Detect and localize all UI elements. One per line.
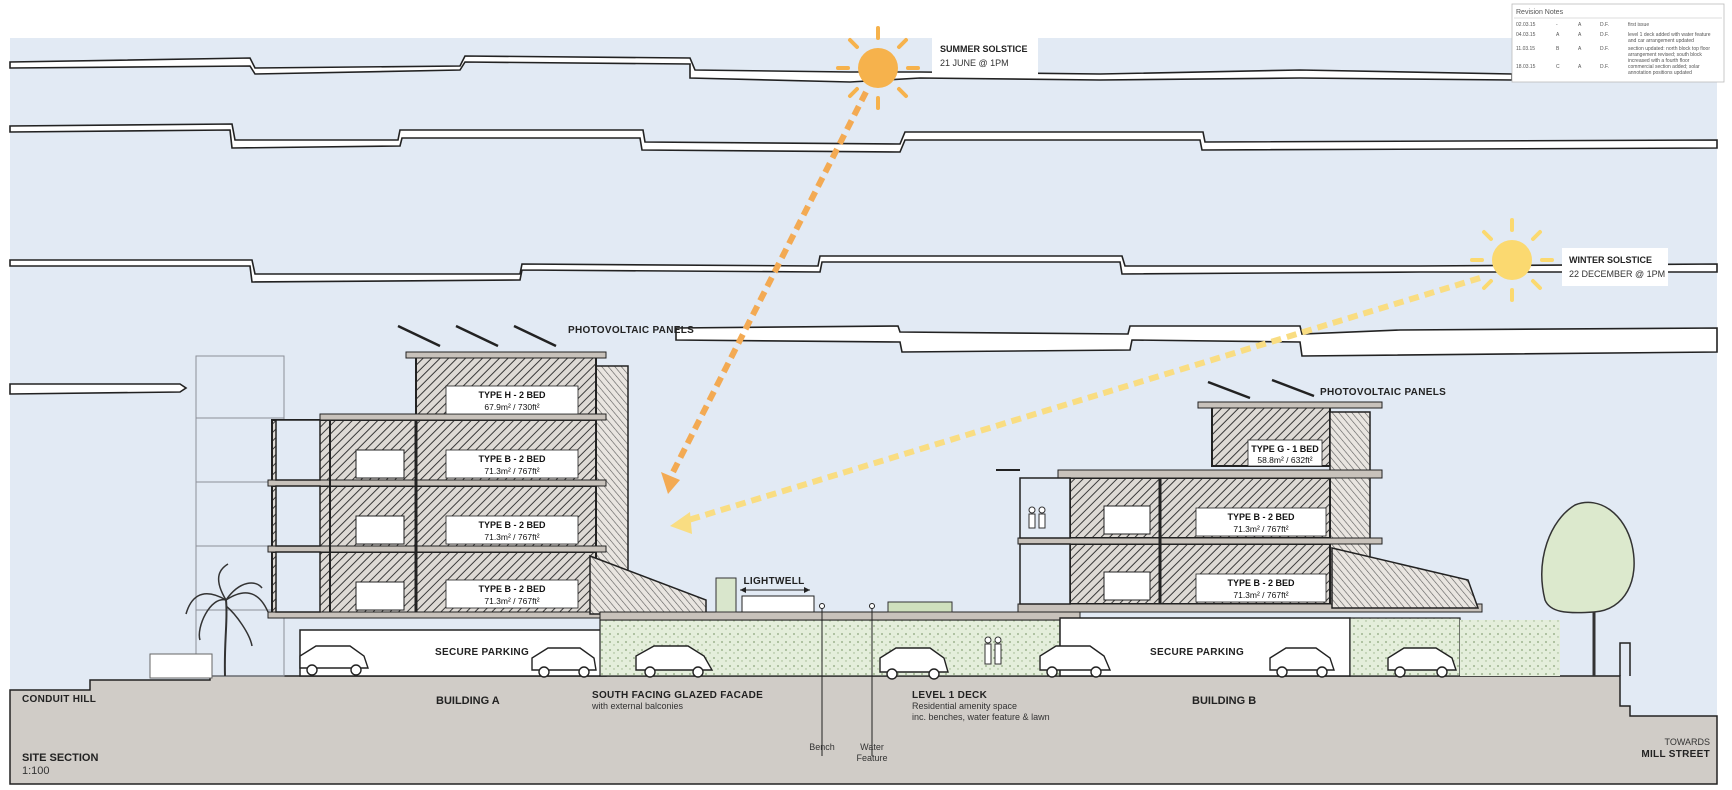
- revision-row-0-col-1: -: [1556, 22, 1558, 28]
- deck-subtitle-2: inc. benches, water feature & lawn: [912, 712, 1050, 722]
- palm-tree-icon: [185, 563, 269, 677]
- unit-a-2-type: TYPE B - 2 BED: [478, 520, 546, 530]
- site-section-title: SITE SECTION: [22, 752, 98, 764]
- unit-b-0-area: 58.8m² / 632ft²: [1257, 455, 1312, 465]
- mill-street-label: MILL STREET: [1641, 749, 1710, 760]
- revision-row-3-note: annotation positions updated: [1628, 70, 1692, 76]
- site-section-scale: 1:100: [22, 765, 50, 777]
- revision-row-2-col-3: D.F.: [1600, 46, 1609, 52]
- unit-a-3-area: 71.3m² / 767ft²: [484, 596, 539, 606]
- revision-row-3-col-1: C: [1556, 64, 1560, 70]
- ground-section: [9, 675, 1718, 785]
- water-feature-label-1: Water: [860, 742, 884, 752]
- car-icon: [299, 645, 1457, 680]
- winter-sun-ray: [670, 275, 1481, 534]
- revision-row-1-col-0: 04.03.15: [1516, 32, 1536, 38]
- revision-row-0-note: first issue: [1628, 22, 1649, 28]
- water-feature-label-2: Feature: [856, 753, 887, 763]
- cloud-bands: [9, 55, 1718, 395]
- unit-a-2-area: 71.3m² / 767ft²: [484, 532, 539, 542]
- revision-row-3-col-3: D.F.: [1600, 64, 1609, 70]
- summer-sun-icon: [836, 26, 920, 110]
- revision-row-0-col-2: A: [1578, 22, 1582, 28]
- revision-row-1-note: and car arrangement updated: [1628, 38, 1694, 44]
- conduit-hill-label: CONDUIT HILL: [22, 694, 96, 705]
- pv-panels-a: [397, 324, 557, 348]
- unit-a-1-area: 71.3m² / 767ft²: [484, 466, 539, 476]
- pv-panels-b: [1207, 378, 1315, 400]
- revision-row-2-note: increased with a fourth floor: [1628, 58, 1690, 64]
- unit-a-0-type: TYPE H - 2 BED: [478, 390, 546, 400]
- building-a: [267, 324, 707, 677]
- unit-b-2-type: TYPE B - 2 BED: [1227, 578, 1295, 588]
- lightwell-label: LIGHTWELL: [743, 576, 804, 587]
- building-b-label: BUILDING B: [1192, 695, 1256, 707]
- deck-title: LEVEL 1 DECK: [912, 690, 988, 701]
- revision-row-1-note: level 1 deck added with water feature: [1628, 32, 1711, 38]
- facade-subtitle: with external balconies: [591, 701, 684, 711]
- pv-label-a: PHOTOVOLTAIC PANELS: [568, 325, 694, 336]
- person-icon: [984, 506, 1046, 665]
- summer-solstice-time: 21 JUNE @ 1PM: [940, 58, 1009, 68]
- unit-a-1-type: TYPE B - 2 BED: [478, 454, 546, 464]
- tree-icon: [1541, 501, 1635, 676]
- unit-a-3-type: TYPE B - 2 BED: [478, 584, 546, 594]
- revision-notes-title: Revision Notes: [1516, 9, 1564, 16]
- revision-row-2-col-1: B: [1556, 46, 1560, 52]
- unit-b-0-type: TYPE G - 1 BED: [1251, 444, 1319, 454]
- revision-row-2-note: arrangement revised; south block: [1628, 52, 1702, 58]
- unit-a-0-area: 67.9m² / 730ft²: [484, 402, 539, 412]
- revision-row-2-note: section updated: north block top floor: [1628, 46, 1710, 52]
- revision-row-1-col-2: A: [1578, 32, 1582, 38]
- revision-row-0-col-3: D.F.: [1600, 22, 1609, 28]
- unit-b-2-area: 71.3m² / 767ft²: [1233, 590, 1288, 600]
- revision-row-2-col-2: A: [1578, 46, 1582, 52]
- winter-solstice-time: 22 DECEMBER @ 1PM: [1569, 269, 1665, 279]
- pv-label-b: PHOTOVOLTAIC PANELS: [1320, 387, 1446, 398]
- facade-title: SOUTH FACING GLAZED FACADE: [592, 690, 763, 701]
- unit-b-1-type: TYPE B - 2 BED: [1227, 512, 1295, 522]
- revision-row-3-col-0: 18.03.15: [1516, 64, 1536, 70]
- deck-subtitle-1: Residential amenity space: [912, 701, 1017, 711]
- winter-solstice-title: WINTER SOLSTICE: [1569, 255, 1652, 265]
- winter-sun-icon: [1470, 218, 1554, 302]
- revision-row-1-col-1: A: [1556, 32, 1560, 38]
- revision-row-3-col-2: A: [1578, 64, 1582, 70]
- revision-row-1-col-3: D.F.: [1600, 32, 1609, 38]
- revision-row-3-note: commercial section added; solar: [1628, 64, 1700, 70]
- building-a-label: BUILDING A: [436, 695, 500, 707]
- revision-row-0-col-0: 02.03.15: [1516, 22, 1536, 28]
- summer-solstice-title: SUMMER SOLSTICE: [940, 44, 1028, 54]
- unit-b-1-area: 71.3m² / 767ft²: [1233, 524, 1288, 534]
- parking-label-a: SECURE PARKING: [435, 647, 529, 658]
- parking-label-b: SECURE PARKING: [1150, 647, 1244, 658]
- summer-sun-ray: [661, 90, 869, 494]
- revision-row-2-col-0: 11.03.15: [1516, 46, 1535, 52]
- revision-notes: Revision Notes 02.03.15 - A D.F. first issue…: [1511, 3, 1725, 83]
- bench-label: Bench: [809, 742, 835, 752]
- towards-label: TOWARDS: [1664, 737, 1710, 747]
